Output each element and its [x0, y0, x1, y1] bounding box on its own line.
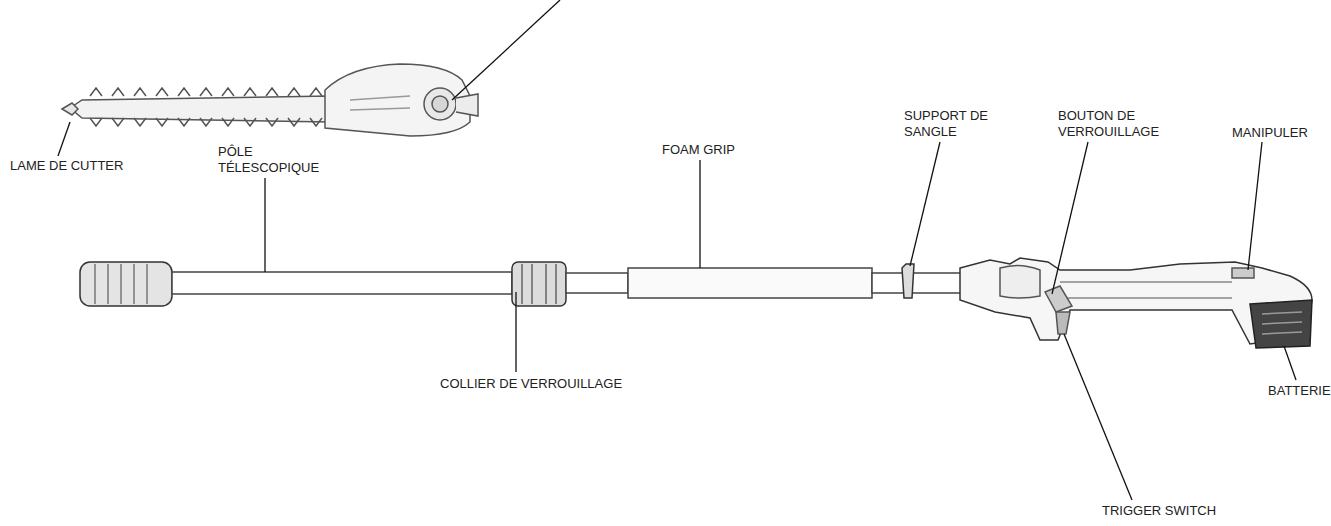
front-handle [1000, 265, 1040, 298]
part-label: MANIPULER [1232, 125, 1331, 141]
strap-holder [902, 264, 914, 298]
telescopic-pole [172, 272, 512, 294]
leader-line [1064, 334, 1132, 500]
blade-teeth [90, 118, 322, 126]
battery [1250, 300, 1312, 348]
part-label: PÔLE TÉLESCOPIQUE [218, 144, 328, 176]
blade-teeth [90, 88, 322, 96]
pole-end-cap [80, 262, 172, 306]
part-label: LAME DE CUTTER [10, 158, 170, 174]
pole-section [566, 273, 628, 293]
lock-button [1045, 286, 1072, 312]
leader-line [1284, 346, 1296, 380]
head-coupler [456, 94, 478, 116]
part-label: FOAM GRIP [662, 142, 782, 158]
part-label: TRIGGER SWITCH [1102, 503, 1262, 519]
pivot-knob [432, 96, 448, 112]
part-label: BATTERIE [1268, 383, 1331, 399]
part-label: SUPPORT DE SANGLE [904, 108, 1014, 140]
leader-line [1052, 142, 1088, 294]
leader-line [515, 292, 516, 372]
trigger-switch [1056, 312, 1070, 334]
leader-line [699, 160, 700, 268]
handle-grip [1060, 282, 1232, 298]
pole-section [872, 273, 962, 293]
part-label: BOUTON DE VERROUILLAGE [1058, 108, 1178, 140]
handle-detail [1232, 268, 1254, 278]
leader-line [58, 122, 70, 156]
leader-line [1248, 142, 1262, 270]
locking-collar [512, 262, 566, 306]
leader-line [264, 178, 265, 272]
pivot-knob [424, 88, 456, 120]
cap-grip [95, 264, 147, 304]
leader-line [452, 0, 560, 100]
leader-line [910, 142, 940, 266]
battery-ribs [1262, 312, 1302, 334]
motor-housing [325, 64, 470, 136]
foam-grip [628, 268, 872, 298]
blade-tip [62, 103, 78, 115]
collar-grip [522, 264, 556, 304]
housing-detail [350, 96, 410, 110]
part-label: COLLIER DE VERROUILLAGE [440, 376, 660, 392]
